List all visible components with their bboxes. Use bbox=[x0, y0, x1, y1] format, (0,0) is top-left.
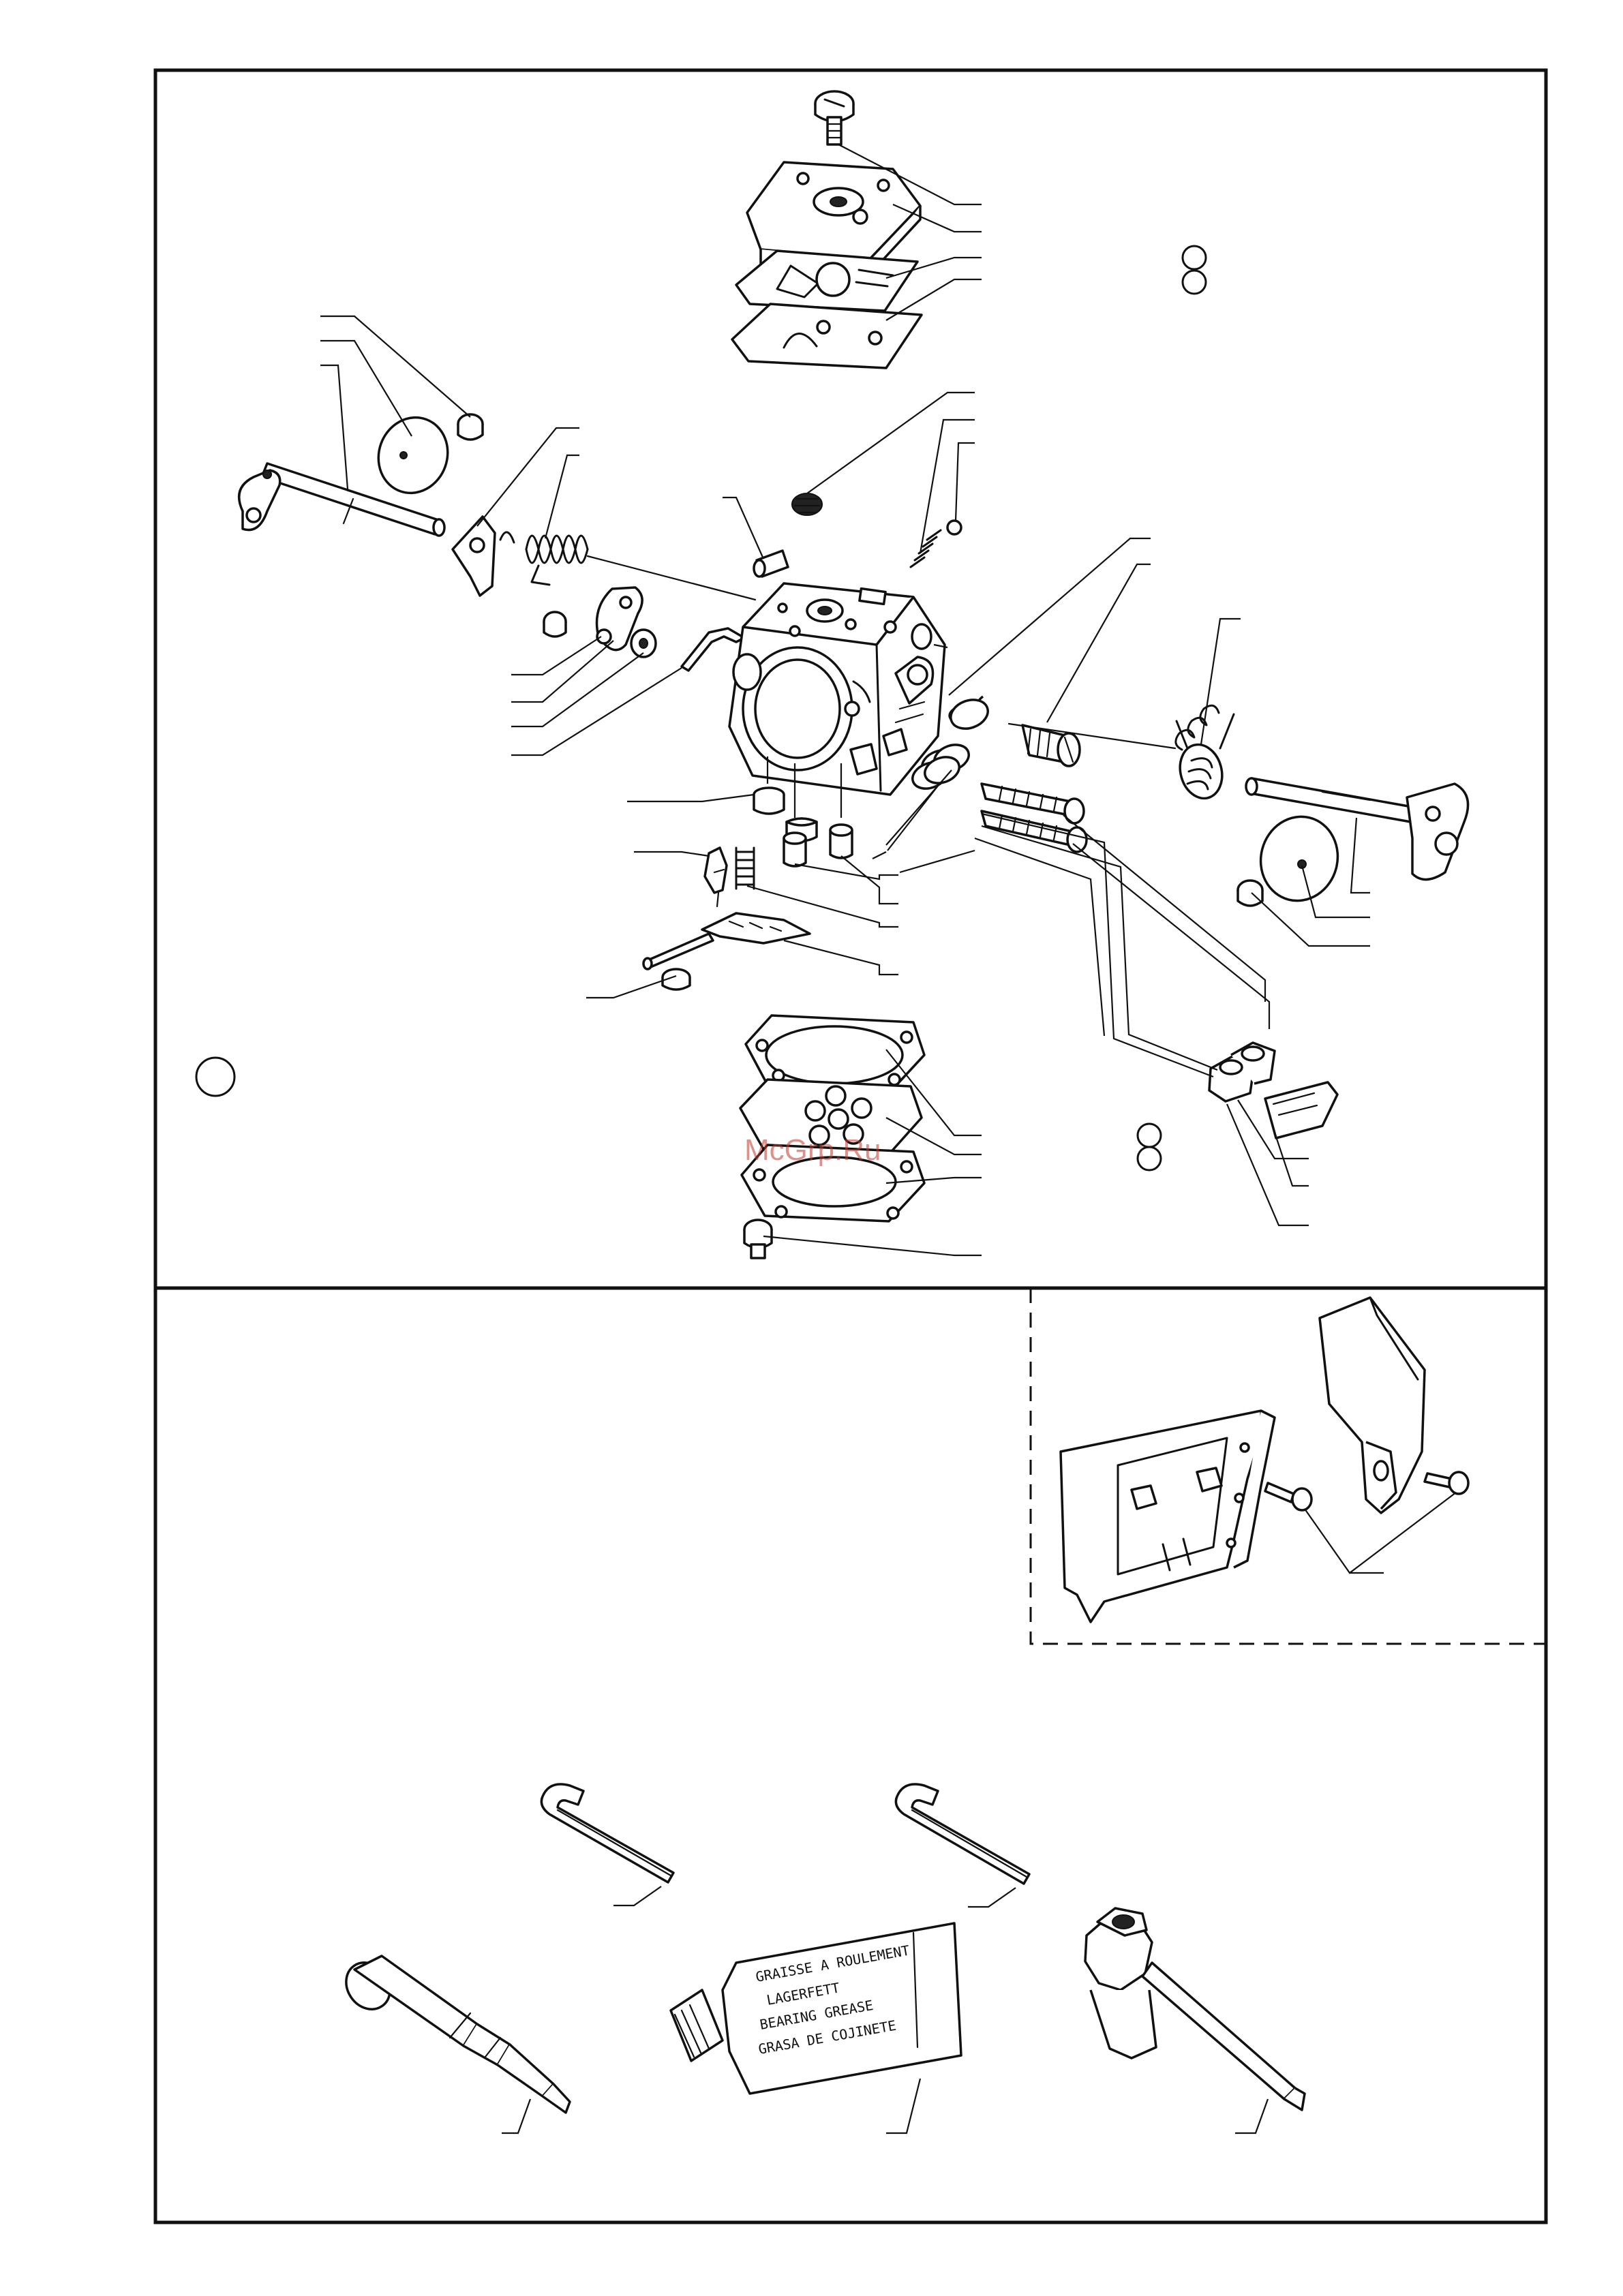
choke-valve-disc bbox=[1252, 808, 1347, 910]
grease-tube: GRAISSE A ROULEMENT LAGERFETT BEARING GR… bbox=[671, 1923, 961, 2133]
inset-cover-assembly bbox=[1061, 1298, 1468, 1622]
inset-screw-1 bbox=[1265, 1483, 1311, 1510]
throttle-lever bbox=[453, 517, 514, 596]
bearing-press-tool bbox=[337, 1954, 570, 2133]
metering-lever-pin bbox=[643, 934, 713, 969]
metering-lever-spring bbox=[736, 848, 754, 889]
idle-speed-spring bbox=[947, 695, 992, 734]
throttle-valve-screw bbox=[458, 414, 483, 440]
inset-screw-2 bbox=[1425, 1472, 1468, 1494]
pump-diaphragm bbox=[732, 304, 922, 368]
throttle-valve-disc bbox=[368, 408, 458, 502]
guard-cover bbox=[1320, 1298, 1425, 1513]
hex-key-left bbox=[541, 1784, 673, 1905]
check-valve-bushing-2 bbox=[830, 825, 852, 858]
limiter-caps bbox=[1209, 1043, 1275, 1101]
metering-lever bbox=[702, 913, 810, 943]
fuel-inlet-nipple bbox=[754, 551, 788, 577]
check-valve-bushing-1 bbox=[784, 833, 806, 866]
idle-ball bbox=[947, 521, 961, 534]
idle-speed-screw bbox=[1022, 725, 1080, 766]
limiter-bracket bbox=[1265, 1082, 1337, 1138]
carburetor-body bbox=[729, 583, 945, 795]
choke-detent-screw bbox=[544, 612, 566, 637]
metering-cover-screw bbox=[744, 1220, 772, 1258]
idle-screw-spring bbox=[911, 530, 941, 567]
hex-key-right bbox=[896, 1784, 1029, 1907]
cover-screw bbox=[815, 91, 853, 144]
choke-valve-screw bbox=[1238, 881, 1262, 906]
combination-spanner bbox=[1085, 1908, 1305, 2133]
crankcase-plate bbox=[1061, 1411, 1275, 1622]
throttle-return-spring bbox=[526, 536, 755, 600]
welch-plug bbox=[754, 788, 784, 814]
fuel-inlet-screen bbox=[792, 493, 822, 515]
carburetor-exploded-view: McGrp.Ru bbox=[196, 91, 1468, 1258]
watermark: McGrp.Ru bbox=[744, 1133, 881, 1167]
